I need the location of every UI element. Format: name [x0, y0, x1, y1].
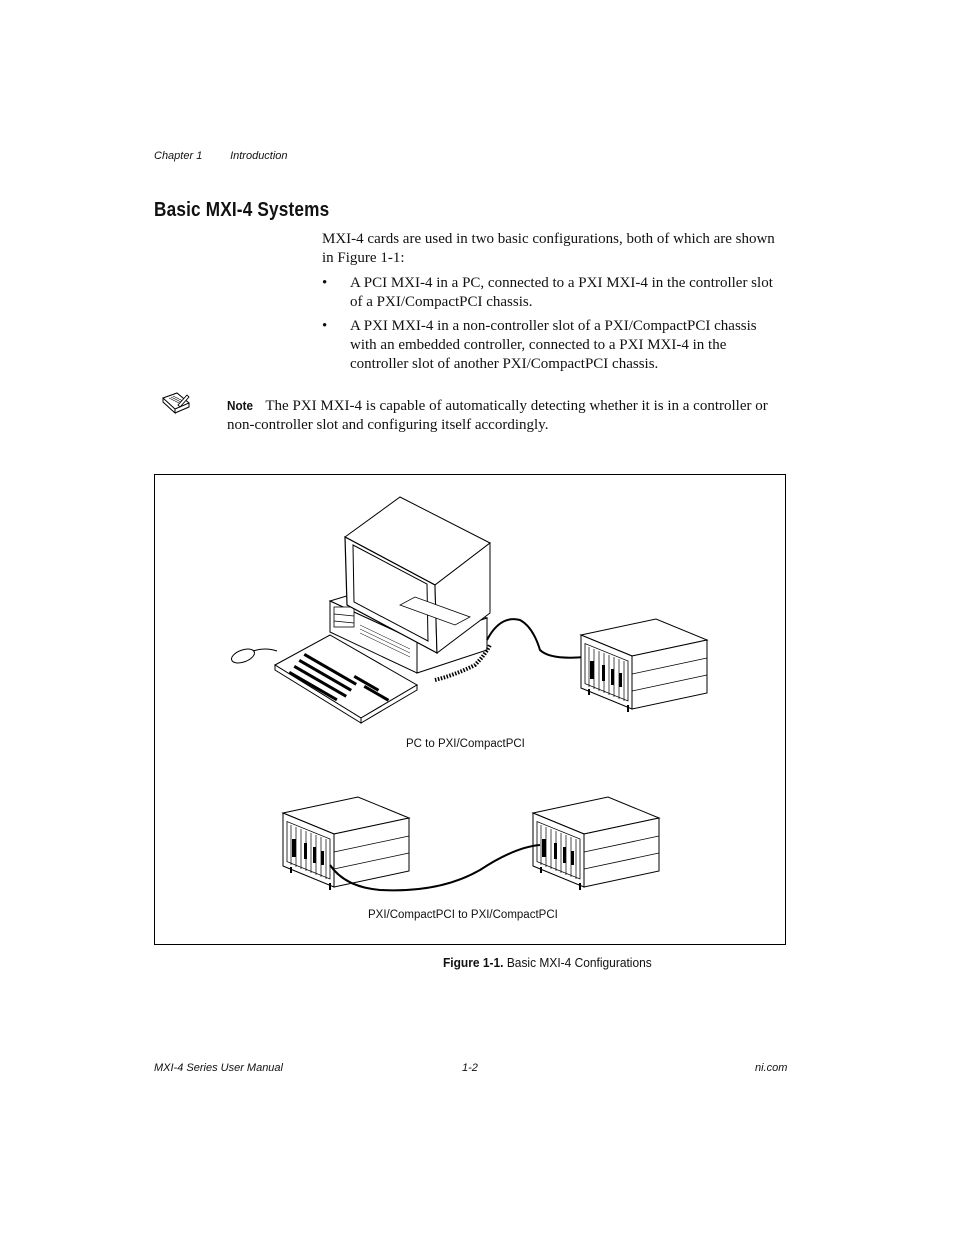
- bullet-symbol: •: [322, 318, 328, 334]
- chapter-title: Introduction: [230, 150, 288, 162]
- footer-page-number: 1-2: [462, 1062, 478, 1074]
- figure-top-label: PC to PXI/CompactPCI: [406, 738, 525, 750]
- bullet-text: A PXI MXI-4 in a non-controller slot of …: [350, 318, 757, 372]
- pxi-chassis-left: [282, 796, 410, 891]
- figure-title: Basic MXI-4 Configurations: [506, 955, 652, 970]
- footer-site: ni.com: [755, 1062, 788, 1074]
- footer-manual-title: MXI-4 Series User Manual: [154, 1062, 283, 1074]
- note-text: The PXI MXI-4 is capable of automaticall…: [227, 398, 768, 433]
- note-pad-icon: [162, 392, 190, 415]
- note-block: Note The PXI MXI-4 is capable of automat…: [227, 396, 787, 435]
- mxi-cable-top: [486, 618, 586, 659]
- bullet-symbol: •: [322, 275, 328, 291]
- figure-frame: PC to PXI/CompactPCI PXI/CompactPCI to P…: [154, 474, 786, 945]
- figure-illustration: [231, 496, 708, 892]
- running-header: Chapter 1 Introduction: [154, 150, 288, 162]
- section-title: Basic MXI-4 Systems: [154, 199, 330, 221]
- bullet-text: A PCI MXI-4 in a PC, connected to a PXI …: [350, 275, 773, 310]
- pxi-chassis-top: [580, 618, 708, 713]
- mxi-cable-bottom: [329, 844, 541, 892]
- intro-paragraph: MXI-4 cards are used in two basic config…: [322, 231, 775, 266]
- pc-illustration: [231, 496, 492, 724]
- figure-bottom-label: PXI/CompactPCI to PXI/CompactPCI: [368, 909, 558, 921]
- figure-number: Figure 1-1.: [443, 955, 504, 970]
- pxi-chassis-right: [532, 796, 660, 891]
- figure-caption: Figure 1-1. Basic MXI-4 Configurations: [443, 955, 652, 970]
- note-label: Note: [227, 398, 254, 413]
- chapter-label: Chapter 1: [154, 150, 203, 162]
